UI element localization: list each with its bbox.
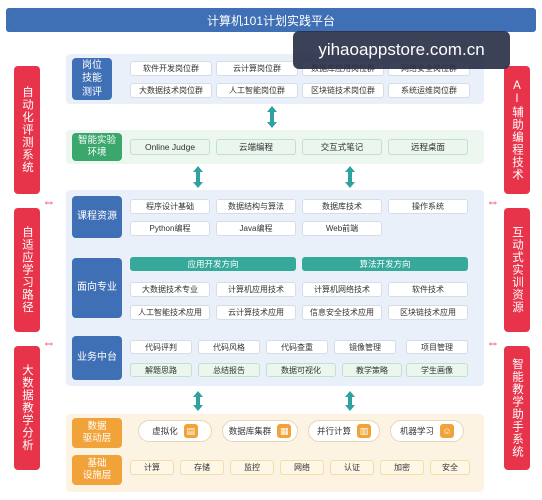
left-pillar-auto-eval-text: 自动化评测系统	[21, 86, 33, 174]
data-driver-item: 虚拟化 ▤	[138, 420, 212, 442]
skill-chip: 云计算岗位群	[216, 61, 298, 76]
data-driver-item: 数据库集群 ▦	[222, 420, 298, 442]
right-pillar-ai-coding: AI辅助编程技术	[504, 66, 530, 194]
course-chip: 数据结构与算法	[216, 199, 296, 214]
left-pillar-bigdata-analysis: 大数据教学分析	[14, 346, 40, 470]
right-pillar-interactive-training: 互动式实训资源	[504, 208, 530, 332]
lab-env-chip: 交互式笔记	[302, 139, 382, 155]
middle-chip: 解题思路	[130, 363, 192, 377]
left-pillar-adaptive-path-text: 自适应学习路径	[21, 226, 33, 314]
course-chip: Web前端	[302, 221, 382, 236]
course-chip: Java编程	[216, 221, 296, 236]
course-chip: 数据库技术	[302, 199, 382, 214]
middle-chip: 项目管理	[406, 340, 468, 354]
machine-learning-icon: ☺	[440, 424, 454, 438]
major-chip: 云计算技术应用	[216, 305, 296, 320]
infra-chip: 监控	[230, 460, 274, 475]
middle-chip: 学生画像	[406, 363, 468, 377]
middle-chip: 数据可视化	[266, 363, 336, 377]
database-cluster-icon: ▦	[277, 424, 292, 438]
major-chip: 计算机应用技术	[216, 282, 296, 297]
left-double-arrow-2: ⇔	[42, 334, 56, 350]
platform-title-bar: 计算机101计划实践平台	[6, 8, 536, 32]
infra-chip: 安全	[430, 460, 470, 475]
lab-env-chip: 云端编程	[216, 139, 296, 155]
majors-label: 面向专业	[72, 258, 122, 318]
skill-chip: 系统运维岗位群	[388, 83, 470, 98]
infra-chip: 存储	[180, 460, 224, 475]
middle-chip: 镜像管理	[334, 340, 396, 354]
platform-title: 计算机101计划实践平台	[206, 13, 336, 28]
data-driver-item-text: 虚拟化	[152, 426, 178, 436]
major-chip: 人工智能技术应用	[130, 305, 210, 320]
left-pillar-auto-eval: 自动化评测系统	[14, 66, 40, 194]
right-double-arrow-2: ⇔	[486, 334, 500, 350]
middle-chip: 总结报告	[198, 363, 260, 377]
right-pillar-ai-coding-text: AI辅助编程技术	[511, 79, 523, 181]
major-chip: 信息安全技术应用	[302, 305, 382, 320]
lab-env-label: 智能实验 环境	[72, 133, 122, 161]
data-driver-item-text: 机器学习	[399, 426, 434, 436]
infra-chip: 加密	[380, 460, 424, 475]
courses-label: 课程资源	[72, 196, 122, 238]
vertical-double-arrow	[345, 166, 355, 188]
watermark-overlay: yihaoappstore.com.cn	[293, 31, 510, 69]
vertical-double-arrow	[193, 166, 203, 188]
data-driver-item: 机器学习 ☺	[390, 420, 464, 442]
course-chip: Python编程	[130, 221, 210, 236]
middle-chip: 代码风格	[198, 340, 260, 354]
skill-chip: 人工智能岗位群	[216, 83, 298, 98]
major-chip: 计算机网络技术	[302, 282, 382, 297]
course-chip: 操作系统	[388, 199, 468, 214]
major-chip: 区块链技术应用	[388, 305, 468, 320]
vertical-double-arrow	[267, 106, 277, 128]
right-pillar-teaching-assistant-text: 智能教学助手系统	[511, 358, 523, 458]
skill-chip: 软件开发岗位群	[130, 61, 212, 76]
lab-env-chip: Online Judge	[130, 139, 210, 155]
data-driver-item-text: 并行计算	[316, 426, 351, 436]
middle-platform-label: 业务中台	[72, 336, 122, 380]
right-pillar-teaching-assistant: 智能教学助手系统	[504, 346, 530, 470]
vertical-double-arrow	[345, 391, 355, 411]
virtualization-icon: ▤	[183, 424, 198, 438]
infra-layer-label: 基础 设施层	[72, 455, 122, 485]
middle-chip: 教学策略	[342, 363, 402, 377]
data-driver-item: 并行计算 ▥	[308, 420, 380, 442]
infra-chip: 认证	[330, 460, 374, 475]
parallel-computing-icon: ▥	[357, 424, 371, 438]
major-chip: 软件技术	[388, 282, 468, 297]
middle-chip: 代码查重	[266, 340, 328, 354]
data-driver-label: 数据 驱动层	[72, 418, 122, 448]
course-chip: 程序设计基础	[130, 199, 210, 214]
infra-chip: 网络	[280, 460, 324, 475]
skill-eval-label: 岗位 技能 测评	[72, 58, 112, 100]
algo-direction-header: 算法开发方向	[302, 257, 468, 271]
infra-chip: 计算	[130, 460, 174, 475]
left-pillar-bigdata-analysis-text: 大数据教学分析	[21, 364, 33, 452]
watermark-text: yihaoappstore.com.cn	[318, 40, 485, 59]
vertical-double-arrow	[193, 391, 203, 411]
skill-chip: 大数据技术岗位群	[130, 83, 212, 98]
skill-chip: 区块链技术岗位群	[302, 83, 384, 98]
app-direction-header: 应用开发方向	[130, 257, 296, 271]
lab-env-chip: 远程桌面	[388, 139, 468, 155]
data-driver-item-text: 数据库集群	[228, 426, 272, 436]
left-pillar-adaptive-path: 自适应学习路径	[14, 208, 40, 332]
major-chip: 大数据技术专业	[130, 282, 210, 297]
middle-chip: 代码评判	[130, 340, 192, 354]
left-double-arrow-1: ⇔	[42, 193, 56, 209]
right-pillar-interactive-training-text: 互动式实训资源	[511, 226, 523, 314]
right-double-arrow-1: ⇔	[486, 193, 500, 209]
